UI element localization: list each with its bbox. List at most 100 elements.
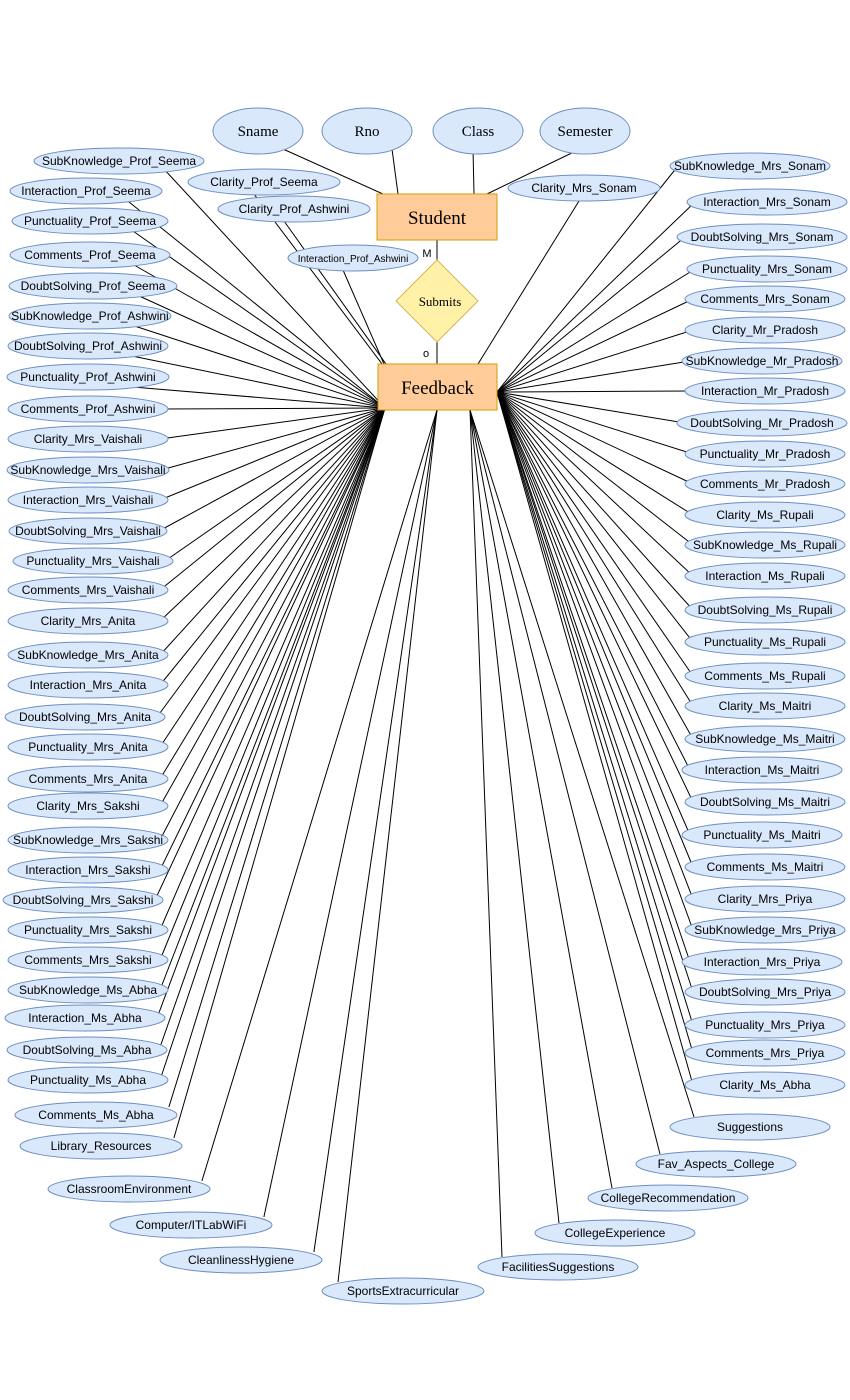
attr-doubtsolving-mrs-priya-shape [684,978,846,1006]
attr-comments-mrs-anita-shape [7,765,169,793]
attr-suggestions: Suggestions [669,1113,831,1141]
left-attr-connector [173,407,386,1139]
attr-clarity-mrs-priya-shape [684,885,846,913]
attr-clarity-ms-abha-shape [684,1071,846,1099]
attr-interaction-mrs-sakshi: Interaction_Mrs_Sakshi [7,856,169,884]
right-attr-connector [496,201,696,393]
attr-clarity-prof-seema: Clarity_Prof_Seema [187,168,341,196]
attr-punctuality-mrs-anita-shape [7,733,169,761]
right-attr-connector [469,409,503,1258]
attr-interaction-mr-pradosh-label: Interaction_Mr_Pradosh [701,384,829,398]
attr-doubtsolving-mrs-vaishali-shape [8,517,168,545]
left-attr-connector [131,355,386,409]
attr-classroomenvironment-shape [47,1175,211,1203]
attr-clarity-prof-seema-shape [187,168,341,196]
attr-interaction-mrs-priya-label: Interaction_Mrs_Priya [704,955,821,969]
attr-clarity-ms-rupali-label: Clarity_Ms_Rupali [716,508,813,522]
attr-library-resources: Library_Resources [19,1132,183,1160]
attr-doubtsolving-prof-seema-label: DoubtSolving_Prof_Seema [21,279,166,293]
attr-subknowledge-mrs-vaishali-label: SubKnowledge_Mrs_Vaishali [10,463,165,477]
attr-interaction-ms-maitri: Interaction_Ms_Maitri [681,756,843,784]
attr-computer-itlabwifi-label: Computer/ITLabWiFi [136,1218,247,1232]
attr-punctuality-mr-pradosh: Punctuality_Mr_Pradosh [684,440,846,468]
attr-interaction-ms-rupali: Interaction_Ms_Rupali [684,562,846,590]
attr-subknowledge-ms-rupali-shape [684,531,846,559]
attr-doubtsolving-mrs-vaishali-label: DoubtSolving_Mrs_Vaishali [15,524,161,538]
attr-interaction-ms-abha-label: Interaction_Ms_Abha [28,1011,142,1025]
attr-collegeexperience-shape [534,1219,696,1247]
attr-doubtsolving-prof-ashwini-label: DoubtSolving_Prof_Ashwini [14,339,162,353]
attr-doubtsolving-ms-abha-shape [6,1036,168,1064]
attr-comments-mr-pradosh-label: Comments_Mr_Pradosh [700,477,830,491]
attr-comments-prof-seema: Comments_Prof_Seema [9,241,171,269]
left-attr-connector [337,409,438,1283]
attr-interaction-mrs-sonam-label: Interaction_Mrs_Sonam [703,195,830,209]
attr-subknowledge-ms-rupali: SubKnowledge_Ms_Rupali [684,531,846,559]
right-attr-connector [469,409,661,1155]
attr-subknowledge-mrs-vaishali-shape [6,456,170,484]
attr-doubtsolving-ms-rupali-shape [684,596,846,624]
attr-interaction-mrs-sonam: Interaction_Mrs_Sonam [686,188,848,216]
left-attr-connector [159,407,386,686]
attr-subknowledge-prof-ashwini-shape [8,302,172,330]
entity-student-label: Student [408,208,467,229]
attr-subknowledge-mrs-sonam-shape [669,152,831,180]
attr-subknowledge-prof-seema-label: SubKnowledge_Prof_Seema [42,154,196,168]
attr-library-resources-shape [19,1132,183,1160]
attr-doubtsolving-mr-pradosh: DoubtSolving_Mr_Pradosh [676,409,848,437]
attr-classroomenvironment: ClassroomEnvironment [47,1175,211,1203]
attr-clarity-prof-seema-label: Clarity_Prof_Seema [210,175,318,189]
left-attr-connector [138,295,386,409]
attr-comments-mr-pradosh-shape [684,470,846,498]
student-attr-class: Class [432,107,524,155]
right-attr-connector [496,391,691,963]
attr-comments-mrs-vaishali-shape [7,576,169,604]
attr-computer-itlabwifi: Computer/ITLabWiFi [109,1211,273,1239]
attr-punctuality-mr-pradosh-shape [684,440,846,468]
attr-interaction-mrs-vaishali-shape [7,486,169,514]
student-attr-connector [391,148,399,195]
attr-comments-mrs-vaishali: Comments_Mrs_Vaishali [7,576,169,604]
attr-interaction-ms-abha-shape [4,1004,166,1032]
left-attr-connector [159,407,386,841]
attr-doubtsolving-ms-abha: DoubtSolving_Ms_Abha [6,1036,168,1064]
attr-comments-mrs-sonam-shape [684,285,846,313]
attr-clarity-ms-abha: Clarity_Ms_Abha [684,1071,846,1099]
attr-interaction-mrs-anita-shape [7,671,169,699]
student-attr-class-shape [432,107,524,155]
cardinality-feedback: o [423,348,429,360]
attr-interaction-prof-seema-shape [9,177,163,205]
attr-subknowledge-mrs-sakshi-label: SubKnowledge_Mrs_Sakshi [13,833,163,847]
attr-punctuality-mrs-sonam-label: Punctuality_Mrs_Sonam [702,262,832,276]
attr-comments-mrs-priya-shape [684,1039,846,1067]
attr-cleanlinesshygiene-label: CleanlinessHygiene [188,1253,294,1267]
left-attr-connector [159,407,386,410]
attr-subknowledge-mrs-sonam: SubKnowledge_Mrs_Sonam [669,152,831,180]
left-attr-connector [159,407,386,871]
left-attr-connector [159,407,386,931]
attr-punctuality-mrs-vaishali-shape [12,547,174,575]
attr-clarity-mrs-sakshi-shape [7,792,169,820]
attr-comments-ms-abha: Comments_Ms_Abha [14,1101,178,1129]
attr-clarity-mrs-priya: Clarity_Mrs_Priya [684,885,846,913]
attr-comments-ms-maitri-label: Comments_Ms_Maitri [707,860,824,874]
attr-clarity-mrs-sakshi: Clarity_Mrs_Sakshi [7,792,169,820]
right-attr-connector [496,298,694,393]
entity-feedback-label: Feedback [401,378,474,399]
attr-clarity-prof-ashwini: Clarity_Prof_Ashwini [217,195,371,223]
attr-doubtsolving-mrs-sakshi-shape [2,886,164,914]
attr-clarity-mrs-vaishali-label: Clarity_Mrs_Vaishali [34,432,142,446]
attr-punctuality-prof-ashwini: Punctuality_Prof_Ashwini [6,363,170,391]
attr-interaction-ms-maitri-label: Interaction_Ms_Maitri [705,763,820,777]
attr-subknowledge-mrs-priya-label: SubKnowledge_Mrs_Priya [694,923,836,937]
attr-subknowledge-mrs-vaishali: SubKnowledge_Mrs_Vaishali [6,456,170,484]
attr-punctuality-mrs-vaishali-label: Punctuality_Mrs_Vaishali [26,554,159,568]
attr-subknowledge-mrs-sakshi: SubKnowledge_Mrs_Sakshi [7,826,169,854]
attr-sportsextracurricular: SportsExtracurricular [321,1277,485,1305]
right-attr-connector [496,391,694,611]
attr-subknowledge-ms-maitri: SubKnowledge_Ms_Maitri [684,725,846,753]
right-attr-connector [496,391,694,993]
entity-feedback-box [377,363,498,411]
attr-subknowledge-mrs-anita-shape [7,641,169,669]
left-attr-connector [159,407,386,748]
